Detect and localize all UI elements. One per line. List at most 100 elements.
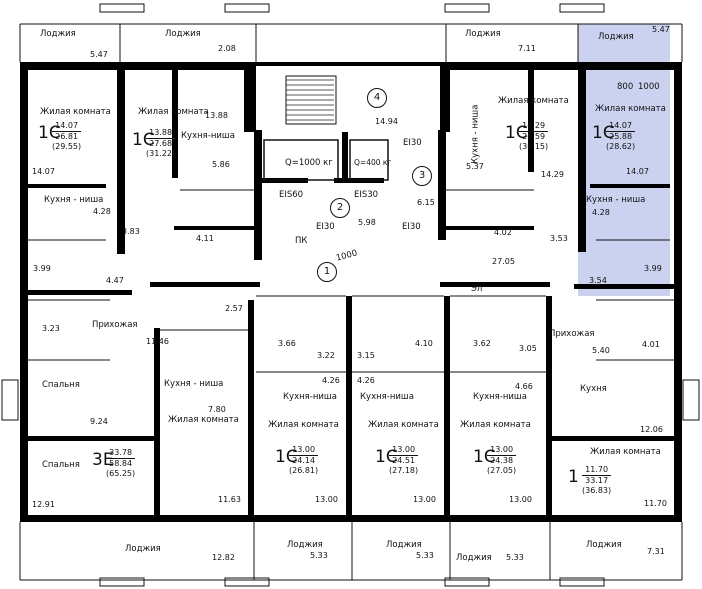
area-label: 4.01 [642,340,660,349]
area-label: 5.37 [466,162,484,171]
kitchen-niche-label: Кухня-ниша [283,392,337,402]
area-label: 13.00 [413,495,436,504]
kitchen-niche-vertical-label: Кухня - ниша [470,104,481,164]
area-label: 4.28 [93,207,111,216]
pk-label: ПК [295,236,308,246]
window [682,379,700,421]
window [559,3,605,13]
wall [20,290,28,520]
wall [578,62,586,252]
wall [674,290,682,520]
lift-shaft-big [263,139,339,181]
area-label: 5.47 [90,50,108,59]
area-label: 5.33 [506,553,524,562]
area-label: 14.07 [32,167,55,176]
wall [440,282,550,287]
wall [26,184,106,188]
area-label: 4.47 [106,276,124,285]
living-room-label: Жилая комната [460,420,531,430]
area-label: 9.24 [90,417,108,426]
window [224,577,270,587]
area-label: 12.82 [212,553,235,562]
area-label: 3.66 [278,339,296,348]
area-label: 3.99 [33,264,51,273]
living-room-label: Жилая комната [595,104,666,114]
loggia-label: Лоджия [598,32,634,42]
area-label: 11.63 [218,495,241,504]
wall [444,296,450,520]
area-label: 11.70 [644,499,667,508]
living-room-label: Жилая комната [138,107,209,117]
area-label: 4.66 [515,382,533,391]
area-label: 13.00 [509,495,532,504]
loggia-label: Лоджия [586,540,622,550]
kitchen-niche-label: Кухня-ниша [360,392,414,402]
lift-big-label: Q=1000 кг [285,158,333,168]
dimension-label: 1000 [638,82,660,92]
area-label: 5.47 [652,25,670,34]
wall [342,132,348,182]
marker-1: 1 [317,262,337,282]
area-label: 14.29 [541,170,564,179]
fire-rating-label: EI30 [402,222,421,232]
area-label: 13.88 [205,111,228,120]
area-label: 14.07 [626,167,649,176]
fire-rating-label: EI30 [403,138,422,148]
wall [438,130,446,240]
wall [20,436,156,441]
window [224,3,270,13]
area-label: 5.33 [416,551,434,560]
area-label: 5.40 [592,346,610,355]
area-label: 7.31 [647,547,665,556]
area-label: 3.99 [644,264,662,273]
area-label: 12.06 [640,425,663,434]
loggia-label: Лоджия [456,553,492,563]
area-label: 3.15 [357,351,375,360]
area-label: 2.08 [218,44,236,53]
area-label: 4.28 [592,208,610,217]
dimension-label: 800 [617,82,634,92]
lift-small-label: Q=400 кг [354,158,392,167]
wall [20,62,256,70]
kitchen-label: Кухня [580,384,607,394]
area-label: 2.57 [225,304,243,313]
area-label: 7.11 [518,44,536,53]
fire-rating-label: EIS30 [354,190,379,200]
fire-rating-label: EIS60 [279,190,304,200]
area-label: 3.83 [122,227,140,236]
area-label: 4.10 [415,339,433,348]
window [1,379,19,421]
bedroom-label: Спальня [42,380,80,390]
wall [440,62,450,132]
wall [548,436,674,441]
wall [528,62,534,172]
window [559,577,605,587]
living-room-label: Жилая комната [268,420,339,430]
loggia-label: Лоджия [386,540,422,550]
loggia-label: Лоджия [165,29,201,39]
loggia-label: Лоджия [40,29,76,39]
stairwell [285,75,337,125]
area-label: 4.02 [494,228,512,237]
area-label: 14.94 [375,117,398,126]
window [99,577,145,587]
wall [590,184,670,188]
wall [674,62,682,294]
living-room-label: Жилая комната [40,107,111,117]
living-room-label: Жилая комната [498,96,569,106]
kitchen-niche-label: Кухня-ниша [181,131,235,141]
area-label: 3.62 [473,339,491,348]
wall [248,300,254,520]
marker-2: 2 [330,198,350,218]
wall [244,62,256,132]
area-label: 5.33 [310,551,328,560]
area-label: 13.00 [315,495,338,504]
area-label: 5.86 [212,160,230,169]
kitchen-niche-label: Кухня-ниша [473,392,527,402]
wall [254,130,262,260]
loggia-label: Лоджия [465,29,501,39]
marker-3: 3 [412,166,432,186]
wall [346,296,352,520]
